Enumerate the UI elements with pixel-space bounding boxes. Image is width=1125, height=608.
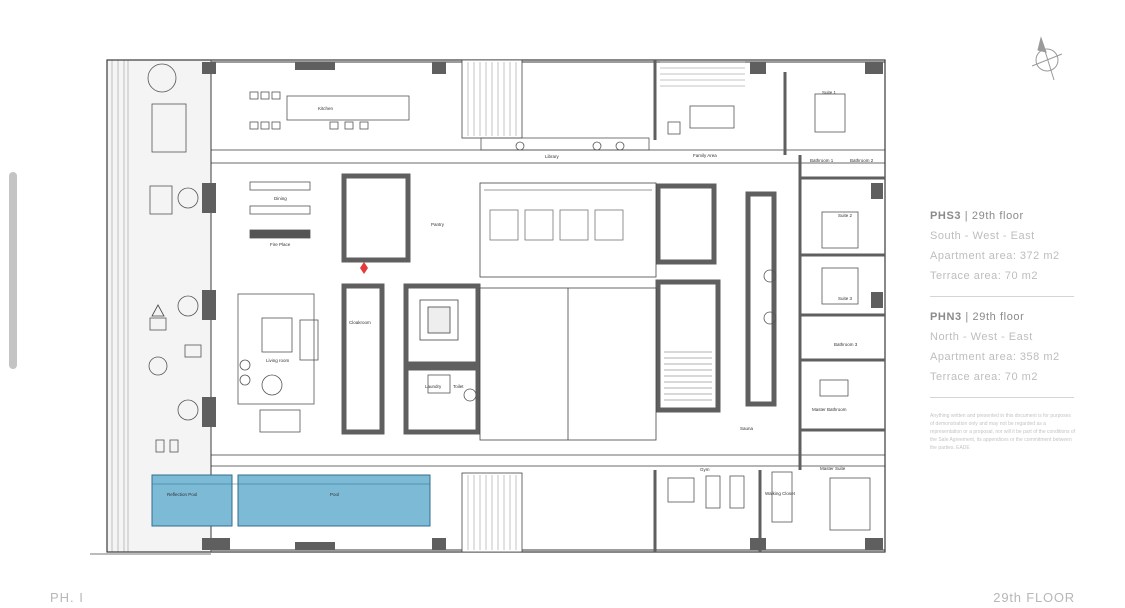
room-label-kitchen: Kitchen [318,106,334,111]
east-partitions [653,60,885,552]
scrollbar-thumb[interactable] [9,172,17,369]
unit-apartment-area: Apartment area: 358 m2 [930,351,1060,363]
unit-orientation: South - West - East [930,230,1035,242]
room-label-master-suite: Master Suite [820,466,846,471]
core-fill [419,182,657,441]
swimming-pool [237,474,431,527]
room-label-master-bathroom: Master Bathroom [812,407,847,412]
room-label-bathroom-3: Bathroom 3 [834,342,858,347]
room-label-bathroom-1: Bathroom 1 [810,158,834,163]
phase-label: PH. I [50,590,84,605]
unit-apartment-area: Apartment area: 372 m2 [930,250,1060,262]
unit-info-panel: PHS3 | 29th floor South - West - East Ap… [930,210,1078,452]
unit-phs3: PHS3 | 29th floor South - West - East Ap… [930,210,1078,282]
room-label-suite-2: Suite 2 [838,213,853,218]
furniture [147,63,871,531]
unit-floor: 29th floor [972,311,1025,323]
warning-icon [151,304,165,317]
room-label-cloakroom: Cloakroom [349,320,371,325]
room-label-gym: Gym [700,467,710,472]
room-label-bathroom-2: Bathroom 2 [850,158,874,163]
divider [930,397,1074,398]
room-label-suite-1: Suite 1 [822,90,837,95]
reflection-pool [151,474,233,527]
room-label-reflection-pool: Reflection Pool [167,492,197,497]
core-walls [341,173,777,435]
floor-label: 29th FLOOR [993,590,1075,605]
legal-disclaimer: Anything written and presented in this d… [930,413,1076,451]
room-label-walking-closet: Walking Closet [765,491,796,496]
unit-title: PHS3 | 29th floor [930,210,1024,222]
fire-alarm-icon [360,262,368,274]
unit-code: PHS3 [930,210,962,222]
unit-code: PHN3 [930,311,962,323]
room-label-family-area: Family Area [693,153,717,158]
unit-orientation: North - West - East [930,331,1033,343]
room-label-living-room: Living room [266,358,290,363]
room-label-toilet: Toilet [453,384,464,389]
unit-terrace-area: Terrace area: 70 m2 [930,371,1038,383]
columns [202,62,883,550]
west-terrace [90,59,212,555]
room-label-pool: Pool [330,492,339,497]
room-label-suite-3: Suite 3 [838,296,853,301]
scrollbar-track[interactable] [0,0,24,608]
pools [151,474,431,527]
divider [930,296,1074,297]
north-arrow-icon [1031,36,1063,81]
unit-terrace-area: Terrace area: 70 m2 [930,270,1038,282]
room-label-dining: Dining [274,196,287,201]
room-label-laundry: Laundry [425,384,442,389]
room-label-library: Library [545,154,560,159]
room-label-sauna: Sauna [740,426,754,431]
unit-title: PHN3 | 29th floor [930,311,1025,323]
stair [664,351,712,401]
room-label-pantry: Pantry [431,222,445,227]
well-hatching [467,61,745,550]
elevator-lobby [484,189,652,241]
unit-phn3: PHN3 | 29th floor North - West - East Ap… [930,311,1078,383]
room-labels: Kitchen Library Family Area Suite 1 Bath… [167,90,874,497]
room-label-fire-place: Fire Place [270,242,291,247]
unit-floor: 29th floor [971,210,1024,222]
